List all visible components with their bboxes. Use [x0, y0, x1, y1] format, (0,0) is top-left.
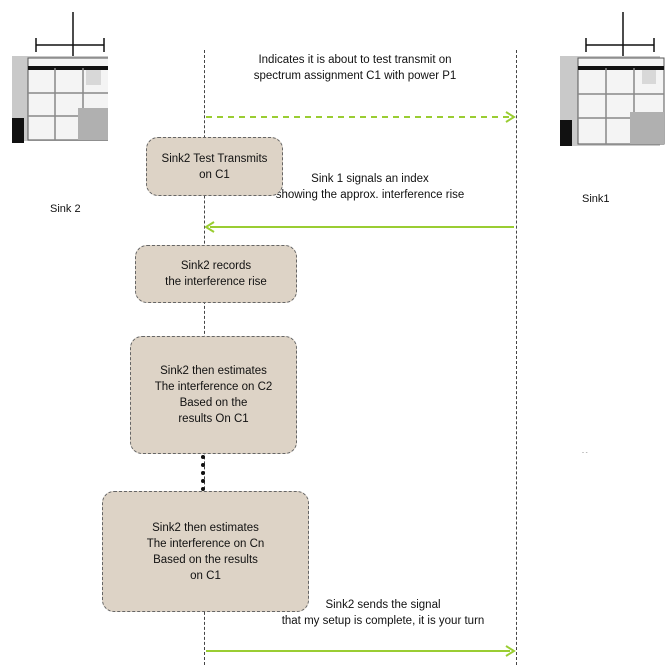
sink1-label: Sink1 [582, 193, 610, 205]
step-record-interference: Sink2 records the interference rise [135, 245, 297, 303]
message-interference-index: Sink 1 signals an index showing the appr… [275, 173, 465, 201]
message-test-transmit-notice: Indicates it is about to test transmit o… [253, 54, 457, 82]
stray-mark: - - [582, 450, 588, 456]
step-test-transmit: Sink2 Test Transmits on C1 [146, 137, 283, 196]
arrowhead-setup-complete [505, 645, 516, 657]
sink2-building-antenna-icon [12, 12, 108, 143]
arrowhead-test-transmit-notice [505, 111, 516, 123]
step-estimate-cn: Sink2 then estimates The interference on… [102, 491, 309, 612]
ellipsis-dot [201, 487, 205, 491]
step-estimate-c2: Sink2 then estimates The interference on… [130, 336, 297, 454]
sink1-lifeline [516, 50, 517, 665]
arrowhead-interference-index [204, 221, 215, 233]
message-setup-complete: Sink2 sends the signal that my setup is … [281, 599, 485, 627]
ellipsis-dot [201, 455, 205, 459]
ellipsis-dot [201, 463, 205, 467]
ellipsis-dot [201, 479, 205, 483]
ellipsis-dot [201, 471, 205, 475]
sink1-building-antenna-icon [560, 12, 665, 146]
sink2-label: Sink 2 [50, 203, 81, 215]
